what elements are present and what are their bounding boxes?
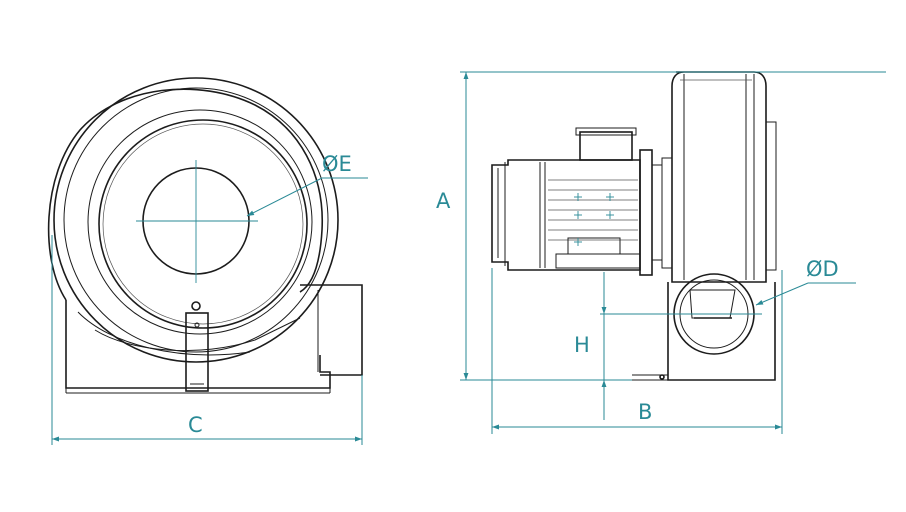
front-view-scroll-housing	[47, 88, 323, 301]
dimension-C: C	[51, 235, 363, 445]
label-B: B	[638, 400, 652, 424]
label-E: ØE	[322, 152, 352, 176]
dimension-E: ØE	[246, 152, 368, 217]
side-view	[491, 71, 777, 381]
side-view-fan-housing	[671, 71, 767, 283]
label-C: C	[188, 413, 203, 437]
label-A: A	[436, 189, 451, 213]
dimension-D: ØD	[755, 257, 856, 306]
dimension-A: A	[436, 71, 886, 381]
label-D: ØD	[806, 257, 839, 281]
label-H: H	[574, 333, 590, 357]
dimension-B: B	[491, 268, 783, 434]
front-view-base	[65, 300, 331, 389]
side-view-base	[667, 282, 776, 381]
front-view-outlet	[300, 284, 363, 376]
dimension-H: H	[574, 272, 700, 420]
front-view	[47, 77, 363, 394]
front-view-bracket	[185, 312, 209, 392]
